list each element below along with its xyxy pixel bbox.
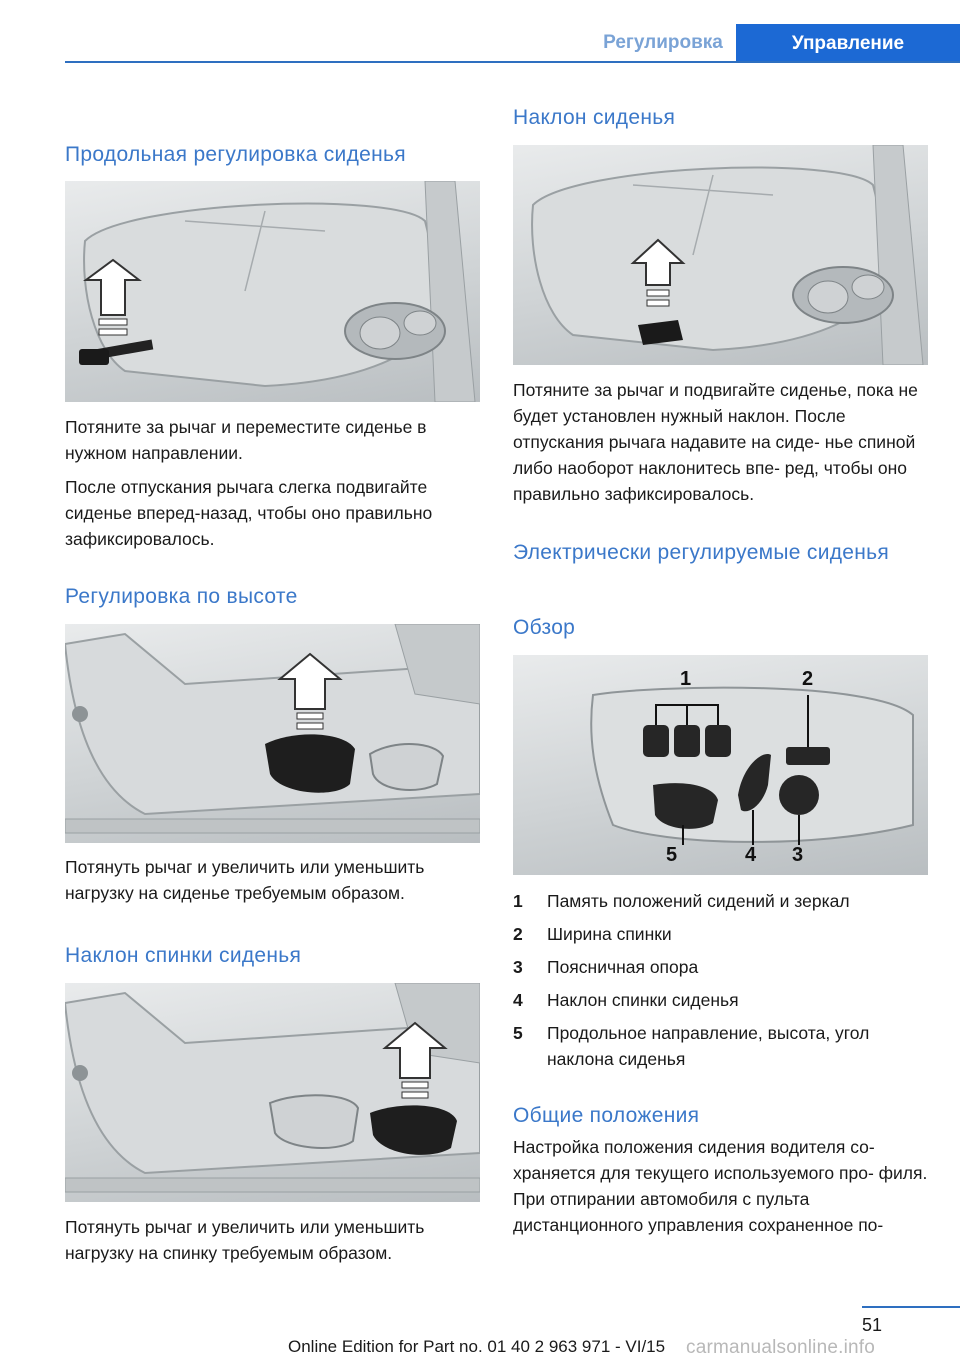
figure-electric-controls: 1 2 3 4 5 — [513, 655, 928, 875]
figure-seat-height — [65, 624, 480, 843]
watermark: carmanualsonline.info — [686, 1337, 876, 1358]
figure-seat-longitudinal — [65, 181, 480, 402]
legend-item: 4 Наклон спинки сиденья — [513, 987, 928, 1013]
legend-number: 2 — [513, 924, 523, 944]
figure-backrest-tilt — [65, 983, 480, 1202]
longitudinal-instruction-2: После отпускания рычага слегка подвигайт… — [65, 477, 433, 549]
legend-item: 2 Ширина спинки — [513, 921, 928, 947]
figure-seat-tilt — [513, 145, 928, 365]
figure-label-5: 5 — [666, 844, 677, 866]
header-tab-adjustment: Регулировка — [603, 32, 723, 53]
figure-label-1: 1 — [680, 668, 691, 690]
header-divider — [65, 61, 960, 63]
legend-item: 5 Продольное направление, высота, угол н… — [513, 1020, 928, 1072]
page-number: 51 — [862, 1315, 883, 1335]
section-title-height: Регулировка по высоте — [65, 585, 298, 608]
control-legend: 1 Память положений сидений и зеркал 2 Ши… — [513, 888, 928, 1079]
legend-text: Ширина спинки — [547, 924, 672, 944]
section-title-general: Общие положения — [513, 1104, 700, 1127]
legend-text: Память положений сидений и зеркал — [547, 891, 850, 911]
section-title-overview: Обзор — [513, 616, 576, 639]
section-title-electric-seats: Электрически регулируемые сиденья — [513, 541, 890, 564]
legend-text: Поясничная опора — [547, 957, 699, 977]
legend-item: 1 Память положений сидений и зеркал — [513, 888, 928, 914]
figure-label-2: 2 — [802, 668, 813, 690]
legend-number: 1 — [513, 891, 523, 911]
footer-divider — [862, 1306, 960, 1308]
legend-number: 5 — [513, 1023, 523, 1043]
legend-text: Наклон спинки сиденья — [547, 990, 739, 1010]
height-instruction: Потянуть рычаг и увеличить или уменьшить… — [65, 857, 425, 903]
figure-label-3: 3 — [792, 844, 803, 866]
figure-label-4: 4 — [745, 844, 757, 866]
legend-number: 3 — [513, 957, 523, 977]
legend-item: 3 Поясничная опора — [513, 954, 928, 980]
footer-edition: Online Edition for Part no. 01 40 2 963 … — [288, 1337, 666, 1356]
section-title-longitudinal: Продольная регулировка сиденья — [65, 143, 406, 166]
header-tab-control: Управление — [736, 24, 960, 63]
legend-number: 4 — [513, 990, 523, 1010]
general-description: Настройка положения сидения водителя со-… — [513, 1137, 928, 1235]
longitudinal-instruction-1: Потяните за рычаг и переместите сиденье … — [65, 417, 427, 463]
backrest-instruction: Потянуть рычаг и увеличить или уменьшить… — [65, 1217, 425, 1263]
seat-tilt-instruction: Потяните за рычаг и подвигайте сиденье, … — [513, 380, 918, 504]
legend-text: Продольное направление, высота, угол нак… — [547, 1023, 870, 1069]
section-title-backrest: Наклон спинки сиденья — [65, 944, 302, 967]
section-title-seat-tilt: Наклон сиденья — [513, 106, 676, 129]
